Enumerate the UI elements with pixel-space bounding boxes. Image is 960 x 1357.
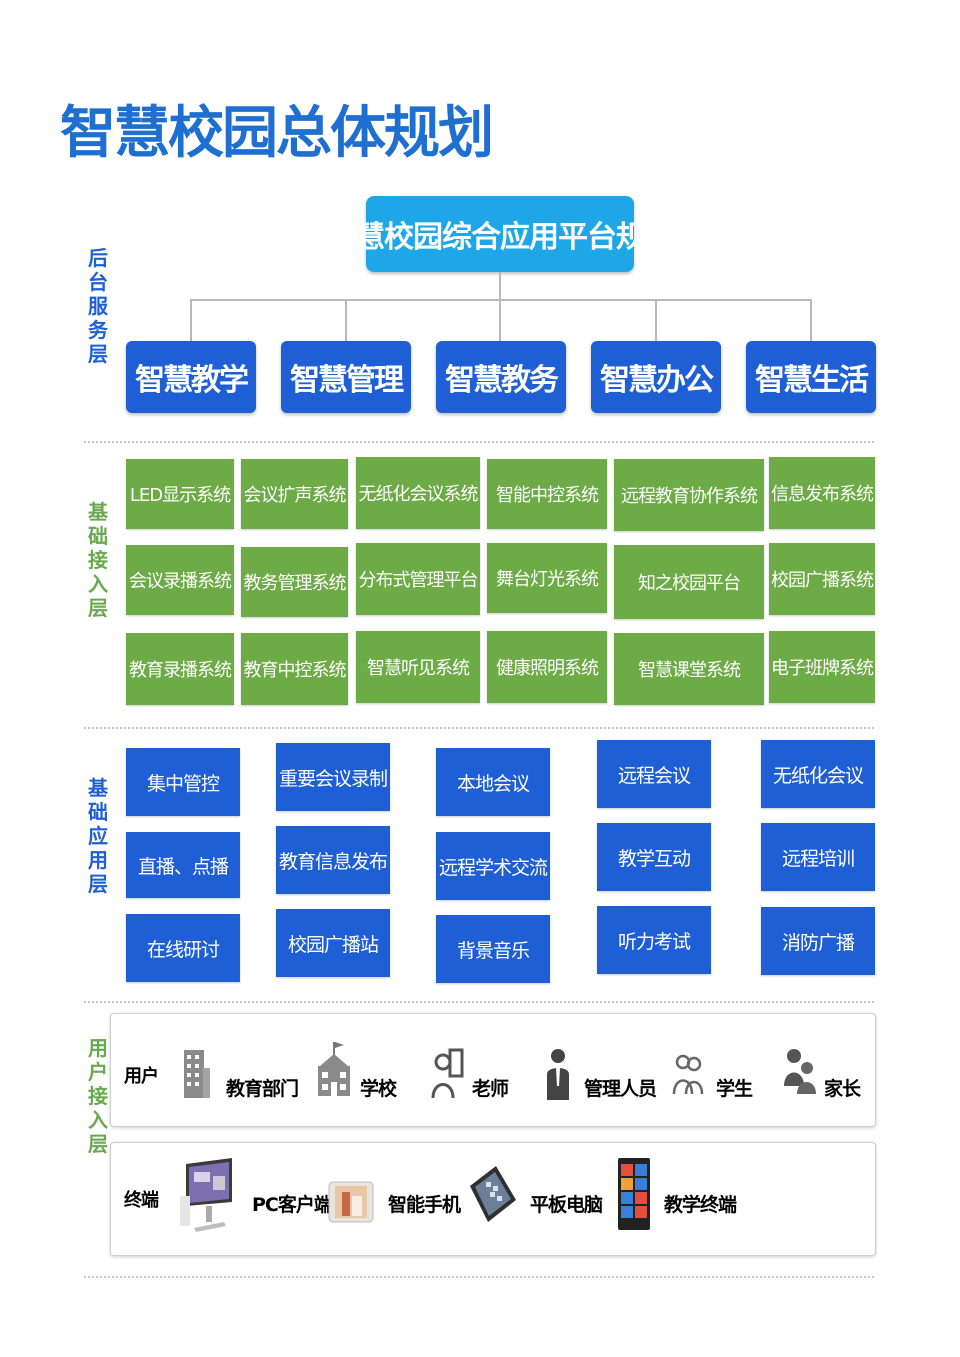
access-system: 智慧课堂系统	[614, 633, 764, 705]
application-item: 背景音乐	[436, 915, 550, 983]
connector-drop-4	[655, 299, 657, 341]
pc-icon	[180, 1156, 236, 1232]
access-system: 智能中控系统	[487, 459, 607, 529]
application-item: 校园广播站	[276, 909, 390, 977]
application-item: 重要会议录制	[276, 743, 390, 811]
access-system: 教务管理系统	[241, 547, 348, 617]
application-item: 教育信息发布	[276, 826, 390, 894]
application-item: 远程会议	[597, 740, 711, 808]
application-item: 远程培训	[761, 823, 875, 891]
service-academic: 智慧教务	[436, 341, 566, 413]
students-icon	[672, 1050, 704, 1098]
access-system: 知之校园平台	[614, 545, 764, 619]
access-system: 健康照明系统	[487, 631, 607, 703]
application-item: 教学互动	[597, 823, 711, 891]
connector-drop-3	[499, 299, 501, 341]
application-item: 直播、点播	[126, 832, 240, 898]
connector-drop-2	[345, 299, 347, 341]
application-item: 远程学术交流	[436, 832, 550, 900]
user-panel-label: 用户	[124, 1066, 159, 1087]
terminal-label: 智能手机	[388, 1194, 461, 1216]
school-icon	[316, 1040, 352, 1100]
application-item: 本地会议	[436, 748, 550, 816]
user-label: 老师	[472, 1078, 509, 1100]
access-system: 会议录播系统	[126, 545, 234, 615]
user-label: 学生	[716, 1078, 753, 1100]
divider-3	[84, 1001, 874, 1003]
service-office: 智慧办公	[591, 341, 721, 413]
access-system: 教育录播系统	[126, 633, 234, 705]
user-label: 管理人员	[584, 1078, 657, 1100]
page-title: 智慧校园总体规划	[60, 101, 494, 166]
user-panel	[110, 1013, 876, 1127]
connector-trunk	[499, 272, 501, 300]
access-system: 电子班牌系统	[769, 631, 875, 703]
terminal-label: PC客户端	[252, 1194, 333, 1216]
access-system: 信息发布系统	[769, 457, 875, 529]
user-label: 教育部门	[226, 1078, 299, 1100]
access-system: 无纸化会议系统	[356, 457, 480, 529]
teacher-icon	[430, 1046, 464, 1102]
service-management: 智慧管理	[281, 341, 411, 413]
teaching-terminal-icon	[618, 1158, 650, 1230]
layer-label-backend: 后台服务层	[88, 246, 108, 366]
tablet-icon	[466, 1164, 518, 1224]
application-item: 集中管控	[126, 748, 240, 816]
terminal-panel-label: 终端	[124, 1190, 159, 1211]
access-system: 分布式管理平台	[356, 543, 480, 615]
access-system: 智慧听见系统	[356, 631, 480, 703]
service-teaching: 智慧教学	[126, 341, 256, 413]
manager-icon	[545, 1046, 571, 1102]
access-system: 会议扩声系统	[241, 459, 348, 529]
access-system: 远程教育协作系统	[614, 459, 764, 531]
access-system: 教育中控系统	[241, 633, 348, 705]
access-system: 舞台灯光系统	[487, 543, 607, 613]
layer-label-application: 基础应用层	[88, 776, 108, 896]
service-life: 智慧生活	[746, 341, 876, 413]
terminal-label: 教学终端	[664, 1194, 737, 1216]
divider-4	[84, 1276, 874, 1278]
layer-label-user: 用户接入层	[88, 1036, 108, 1156]
user-label: 学校	[360, 1078, 397, 1100]
connector-bar	[190, 299, 812, 301]
application-item: 消防广播	[761, 907, 875, 975]
connector-drop-1	[190, 299, 192, 341]
building-icon	[180, 1046, 212, 1100]
divider-2	[84, 727, 874, 729]
application-item: 听力考试	[597, 906, 711, 974]
application-item: 无纸化会议	[761, 740, 875, 808]
application-item: 在线研讨	[126, 914, 240, 982]
platform-box: 智慧校园综合应用平台规划	[326, 196, 675, 272]
connector-drop-5	[810, 299, 812, 341]
access-system: 校园广播系统	[769, 543, 875, 615]
smartphone-icon	[328, 1178, 374, 1226]
parents-icon	[784, 1046, 816, 1100]
layer-label-access: 基础接入层	[88, 500, 108, 620]
user-label: 家长	[824, 1078, 861, 1100]
terminal-label: 平板电脑	[530, 1194, 603, 1216]
access-system: LED显示系统	[126, 459, 234, 529]
divider-1	[84, 441, 874, 443]
